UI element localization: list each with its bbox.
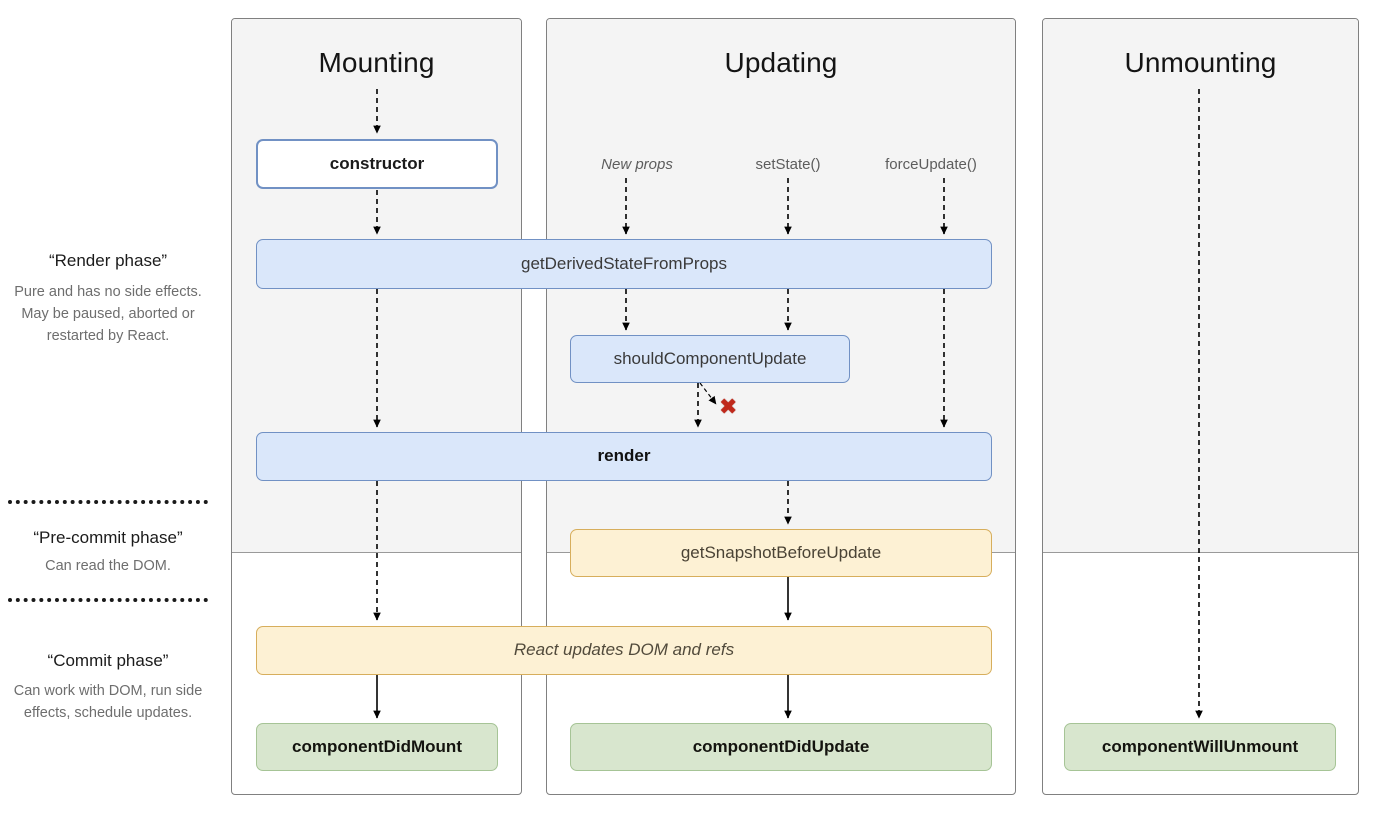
lifecycle-node-component-did-update[interactable]: componentDidUpdate: [570, 723, 992, 771]
trigger-label-set-state: setState(): [755, 156, 821, 173]
trigger-label-force-update: forceUpdate(): [885, 156, 977, 173]
lifecycle-node-should-component-update[interactable]: shouldComponentUpdate: [570, 335, 850, 383]
legend-desc-commit-phase: Can work with DOM, run side effects, sch…: [13, 683, 203, 722]
column-title-updating: Updating: [724, 47, 838, 78]
lifecycle-node-component-did-mount-label: componentDidMount: [292, 736, 462, 756]
unmounting-render-region: [1043, 19, 1358, 553]
lifecycle-node-component-will-unmount-label: componentWillUnmount: [1101, 736, 1299, 756]
legend-title-commit-phase: “Commit phase”: [47, 651, 169, 670]
skip-render-x-icon: ✖: [719, 395, 738, 420]
lifecycle-node-component-did-mount[interactable]: componentDidMount: [256, 723, 498, 771]
legend-desc-pre-commit-phase: Can read the DOM.: [45, 558, 171, 575]
lifecycle-node-constructor-label: constructor: [329, 153, 425, 173]
lifecycle-node-get-snapshot-before-update[interactable]: getSnapshotBeforeUpdate: [570, 529, 992, 577]
lifecycle-node-component-will-unmount[interactable]: componentWillUnmount: [1064, 723, 1336, 771]
legend-title-pre-commit-phase: “Pre-commit phase”: [33, 528, 183, 547]
legend-render-phase: “Render phase” Pure and has no side effe…: [8, 250, 208, 347]
lifecycle-node-component-did-update-label: componentDidUpdate: [692, 736, 870, 756]
column-panel-unmounting: Unmounting: [1042, 18, 1359, 795]
divider-precommit-commit: [8, 598, 208, 602]
divider-render-precommit: [8, 500, 208, 504]
column-title-unmounting: Unmounting: [1124, 47, 1277, 78]
legend-commit-phase: “Commit phase” Can work with DOM, run si…: [8, 650, 208, 724]
lifecycle-node-get-derived-state-from-props-label: getDerivedStateFromProps: [521, 253, 727, 273]
column-panel-updating: Updating: [546, 18, 1016, 795]
lifecycle-node-react-updates-dom-and-refs-label: React updates DOM and refs: [513, 640, 735, 660]
lifecycle-node-get-derived-state-from-props[interactable]: getDerivedStateFromProps: [256, 239, 992, 289]
lifecycle-node-constructor[interactable]: constructor: [256, 139, 498, 189]
column-title-mounting: Mounting: [318, 47, 435, 78]
lifecycle-node-should-component-update-label: shouldComponentUpdate: [613, 348, 807, 368]
lifecycle-node-render-label: render: [597, 446, 651, 466]
legend-desc-render-phase: Pure and has no side effects. May be pau…: [14, 284, 202, 345]
column-panel-mounting: Mounting: [231, 18, 522, 795]
lifecycle-node-render[interactable]: render: [256, 432, 992, 481]
lifecycle-node-react-updates-dom-and-refs[interactable]: React updates DOM and refs: [256, 626, 992, 675]
legend-title-render-phase: “Render phase”: [48, 251, 168, 270]
trigger-label-new-props: New props: [601, 156, 673, 173]
legend-pre-commit-phase: “Pre-commit phase” Can read the DOM.: [8, 527, 208, 577]
lifecycle-node-get-snapshot-before-update-label: getSnapshotBeforeUpdate: [680, 542, 882, 562]
